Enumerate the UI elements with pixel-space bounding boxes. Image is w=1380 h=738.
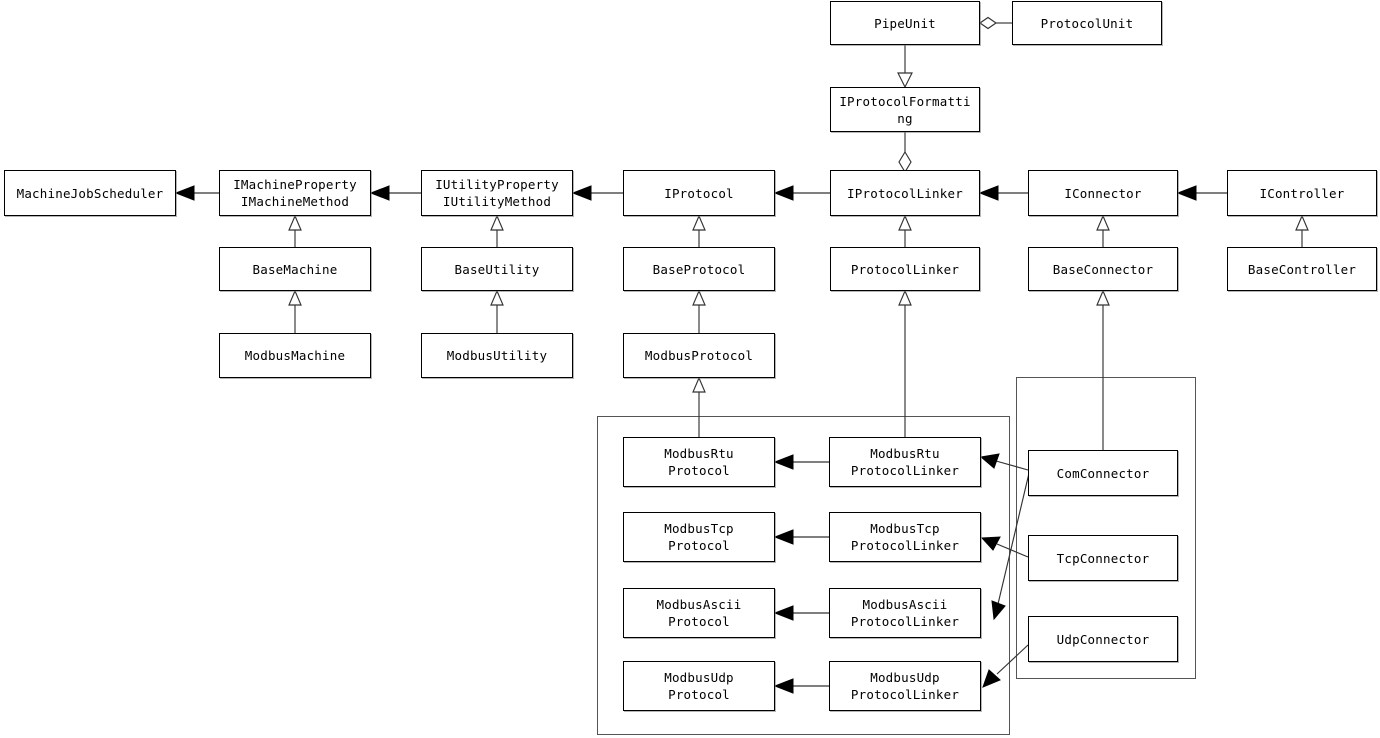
class-box-com-connector[interactable]: ComConnector bbox=[1028, 450, 1178, 496]
arrowhead-modbustcpprotocollinker bbox=[980, 536, 1001, 551]
aggregation-diamond-iprotocollinker bbox=[898, 150, 912, 174]
class-box-iprotocol-linker[interactable]: IProtocolLinker bbox=[830, 170, 980, 216]
class-box-modbus-ascii-protocol-linker[interactable]: ModbusAscii ProtocolLinker bbox=[829, 588, 981, 638]
class-box-modbus-udp-protocol[interactable]: ModbusUdp Protocol bbox=[623, 661, 775, 711]
class-box-iprotocol-formatting[interactable]: IProtocolFormatti ng bbox=[830, 87, 980, 132]
class-label: ModbusMachine bbox=[244, 348, 346, 363]
class-box-protocol-unit[interactable]: ProtocolUnit bbox=[1012, 1, 1162, 45]
arrowhead-machinejobscheduler bbox=[174, 185, 195, 201]
class-label: ModbusRtu Protocol bbox=[664, 446, 734, 478]
class-label: TcpConnector bbox=[1056, 550, 1150, 566]
generalization-arrow-iconnector-impl bbox=[1096, 214, 1110, 231]
class-box-base-connector[interactable]: BaseConnector bbox=[1028, 247, 1178, 291]
class-label: ProtocolUnit bbox=[1040, 15, 1134, 31]
generalization-arrow-baseutility bbox=[490, 289, 504, 306]
class-label: IConnector bbox=[1064, 185, 1142, 201]
class-box-pipe-unit[interactable]: PipeUnit bbox=[830, 1, 980, 45]
class-box-base-protocol[interactable]: BaseProtocol bbox=[623, 247, 775, 291]
class-label: ModbusUtility bbox=[446, 348, 548, 363]
class-label: BaseProtocol bbox=[652, 261, 746, 277]
class-label: IProtocolFormatti ng bbox=[839, 93, 971, 126]
class-label: ModbusUdp ProtocolLinker bbox=[850, 670, 960, 702]
class-label: ModbusTcp ProtocolLinker bbox=[850, 521, 960, 553]
class-label: IController bbox=[1259, 185, 1345, 201]
class-box-modbus-tcp-protocol[interactable]: ModbusTcp Protocol bbox=[623, 512, 775, 562]
edge-comconnector-to-asciilinker bbox=[997, 468, 1031, 605]
edge-tcpconnector-to-tcplinker bbox=[996, 543, 1029, 558]
class-label: IProtocol bbox=[664, 185, 734, 201]
arrowhead-iconnector bbox=[1176, 185, 1197, 201]
arrowhead-iutilityproperty bbox=[571, 185, 592, 201]
arrowhead-modbusasciiprotocol bbox=[773, 605, 794, 621]
generalization-arrow-icontroller-impl bbox=[1295, 214, 1309, 231]
class-box-modbus-rtu-protocol-linker[interactable]: ModbusRtu ProtocolLinker bbox=[829, 437, 981, 487]
class-label: MachineJobScheduler bbox=[16, 185, 164, 201]
class-label: IUtilityProperty IUtilityMethod bbox=[435, 177, 559, 209]
class-box-base-controller[interactable]: BaseController bbox=[1227, 247, 1377, 291]
class-label: IProtocolLinker bbox=[847, 185, 963, 201]
class-label: ModbusTcp Protocol bbox=[664, 521, 734, 553]
class-box-base-machine[interactable]: BaseMachine bbox=[219, 247, 371, 291]
arrowhead-modbusrtuprotocollinker bbox=[979, 453, 1000, 469]
class-box-modbus-utility[interactable]: ModbusUtility bbox=[421, 333, 573, 378]
class-box-modbus-machine[interactable]: ModbusMachine bbox=[219, 333, 371, 378]
class-label: PipeUnit bbox=[874, 15, 936, 31]
class-label: ModbusRtu ProtocolLinker bbox=[850, 446, 960, 478]
arrowhead-modbustcpprotocol bbox=[773, 529, 794, 545]
class-box-iutility-property-method[interactable]: IUtilityProperty IUtilityMethod bbox=[421, 170, 573, 216]
class-box-modbus-protocol[interactable]: ModbusProtocol bbox=[623, 333, 775, 378]
class-label: ProtocolLinker bbox=[850, 261, 960, 277]
generalization-arrow-baseprotocol bbox=[692, 289, 706, 306]
generalization-arrow-basemachine bbox=[288, 289, 302, 306]
generalization-arrow-iprotocol bbox=[692, 214, 706, 231]
class-label: BaseUtility bbox=[454, 261, 540, 277]
generalization-arrow-iprotocolformatting bbox=[897, 72, 913, 89]
class-label: BaseConnector bbox=[1052, 261, 1154, 277]
class-label: IMachineProperty IMachineMethod bbox=[233, 177, 357, 209]
arrowhead-modbusrtuprotocol bbox=[773, 454, 794, 470]
generalization-arrow-imachineproperty bbox=[288, 214, 302, 231]
class-box-tcp-connector[interactable]: TcpConnector bbox=[1028, 535, 1178, 581]
arrowhead-iprotocol bbox=[773, 185, 794, 201]
class-box-imachine-property-method[interactable]: IMachineProperty IMachineMethod bbox=[219, 170, 371, 216]
class-box-modbus-ascii-protocol[interactable]: ModbusAscii Protocol bbox=[623, 588, 775, 638]
arrowhead-modbusudpprotocol bbox=[773, 678, 794, 694]
arrowhead-iprotocollinker bbox=[978, 185, 999, 201]
generalization-arrow-iprotocollinker-impl bbox=[898, 214, 912, 231]
class-box-modbus-udp-protocol-linker[interactable]: ModbusUdp ProtocolLinker bbox=[829, 661, 981, 711]
class-label: ModbusAscii ProtocolLinker bbox=[850, 597, 960, 629]
generalization-arrow-iutilityproperty bbox=[490, 214, 504, 231]
class-label: BaseMachine bbox=[252, 261, 338, 277]
class-label: ModbusUdp Protocol bbox=[664, 670, 734, 702]
generalization-arrow-baseconnector bbox=[1096, 289, 1110, 306]
arrowhead-imachineproperty bbox=[369, 185, 390, 201]
class-label: ComConnector bbox=[1056, 465, 1150, 481]
class-box-protocol-linker[interactable]: ProtocolLinker bbox=[830, 247, 980, 291]
class-box-icontroller[interactable]: IController bbox=[1227, 170, 1377, 216]
generalization-arrow-protocollinker bbox=[898, 289, 912, 306]
edge-udpconnector-to-udplinker bbox=[996, 644, 1029, 675]
class-box-modbus-rtu-protocol[interactable]: ModbusRtu Protocol bbox=[623, 437, 775, 487]
class-box-machine-job-scheduler[interactable]: MachineJobScheduler bbox=[4, 170, 176, 216]
class-label: ModbusAscii Protocol bbox=[656, 597, 742, 629]
class-label: UdpConnector bbox=[1056, 631, 1150, 647]
class-label: BaseController bbox=[1247, 261, 1357, 277]
edge-comconnector-to-rtulinker bbox=[995, 460, 1029, 471]
arrowhead-modbusasciiprotocollinker bbox=[991, 600, 1006, 621]
class-box-iprotocol[interactable]: IProtocol bbox=[623, 170, 775, 216]
group-modbus-implementations bbox=[597, 416, 1010, 735]
class-box-iconnector[interactable]: IConnector bbox=[1028, 170, 1178, 216]
generalization-arrow-modbusprotocol bbox=[692, 376, 706, 393]
class-box-modbus-tcp-protocol-linker[interactable]: ModbusTcp ProtocolLinker bbox=[829, 512, 981, 562]
aggregation-diamond-pipeunit bbox=[978, 16, 998, 30]
arrowhead-modbusudpprotocollinker bbox=[982, 669, 1001, 688]
class-label: ModbusProtocol bbox=[644, 348, 754, 363]
class-box-base-utility[interactable]: BaseUtility bbox=[421, 247, 573, 291]
class-box-udp-connector[interactable]: UdpConnector bbox=[1028, 616, 1178, 662]
